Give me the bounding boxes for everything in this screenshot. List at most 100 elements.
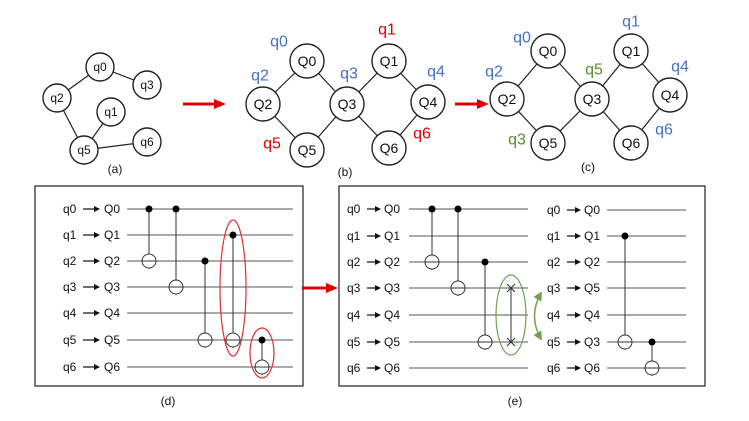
svg-text:Q0: Q0 bbox=[104, 202, 120, 216]
e-left-wires bbox=[409, 208, 528, 369]
svg-text:Q5: Q5 bbox=[539, 135, 558, 151]
svg-text:Q3: Q3 bbox=[338, 96, 357, 112]
node-c-Q3: Q3 bbox=[574, 81, 610, 117]
arrow-b-to-c bbox=[455, 99, 489, 109]
svg-text:Q3: Q3 bbox=[104, 280, 120, 294]
node-Q3: Q3 bbox=[329, 86, 365, 122]
svg-text:Q2: Q2 bbox=[584, 255, 600, 269]
svg-text:q6: q6 bbox=[140, 135, 154, 149]
svg-text:q5: q5 bbox=[547, 335, 561, 349]
label-b-q1: q1 bbox=[378, 22, 396, 39]
svg-text:Q4: Q4 bbox=[419, 94, 438, 110]
svg-text:q3: q3 bbox=[63, 280, 77, 294]
d-cnot-q0-q2 bbox=[141, 205, 157, 269]
label-c-q5: q5 bbox=[585, 62, 603, 79]
svg-text:q0: q0 bbox=[93, 60, 107, 74]
e-cnot-q0-q3 bbox=[450, 205, 466, 296]
svg-text:Q1: Q1 bbox=[104, 228, 120, 242]
svg-text:q1: q1 bbox=[63, 228, 77, 242]
d-wire-labels: q0 q1 q2 q3 q4 q5 q6 Q0 Q1 Q2 Q3 Q4 Q5 Q… bbox=[63, 202, 120, 374]
d-label-arrows bbox=[83, 206, 100, 370]
svg-text:Q0: Q0 bbox=[539, 43, 558, 59]
svg-text:Q3: Q3 bbox=[583, 91, 602, 107]
e-swap-q3-q5 bbox=[506, 283, 516, 347]
svg-text:Q5: Q5 bbox=[384, 335, 400, 349]
svg-text:Q6: Q6 bbox=[622, 135, 641, 151]
d-cnot-q1-q5 bbox=[225, 231, 241, 348]
node-Q5: Q5 bbox=[289, 132, 325, 168]
svg-text:q1: q1 bbox=[104, 105, 118, 119]
label-b-q4: q4 bbox=[427, 64, 445, 81]
label-b-q3: q3 bbox=[340, 66, 358, 83]
svg-text:Q4: Q4 bbox=[104, 306, 120, 320]
e-cnot-q0-q2 bbox=[424, 205, 440, 270]
e-swap-indicator-arrow bbox=[533, 291, 542, 341]
svg-text:Q2: Q2 bbox=[498, 91, 517, 107]
caption-a: (a) bbox=[108, 162, 123, 176]
caption-c: (c) bbox=[581, 160, 595, 174]
svg-text:Q0: Q0 bbox=[584, 203, 600, 217]
node-c-Q2: Q2 bbox=[489, 81, 525, 117]
e-cnot-Q1-Q3 bbox=[617, 232, 633, 350]
e-left-label-arrows bbox=[367, 206, 381, 371]
svg-text:q3: q3 bbox=[347, 281, 361, 295]
e-cnot-q2-q5 bbox=[477, 258, 493, 350]
svg-text:q6: q6 bbox=[63, 360, 77, 374]
e-left-labels: q0 q1 q2 q3 q4 q5 q6 Q0 Q1 Q2 Q3 Q4 Q5 Q… bbox=[347, 202, 400, 375]
label-b-q2: q2 bbox=[251, 68, 269, 85]
svg-text:Q5: Q5 bbox=[104, 333, 120, 347]
d-cnot-q2-q5 bbox=[197, 257, 213, 348]
label-c-q4: q4 bbox=[671, 59, 689, 76]
svg-text:q2: q2 bbox=[347, 255, 361, 269]
node-Q1: Q1 bbox=[371, 43, 407, 79]
svg-text:Q4: Q4 bbox=[384, 308, 400, 322]
svg-text:q4: q4 bbox=[63, 306, 77, 320]
svg-text:Q5: Q5 bbox=[298, 142, 317, 158]
d-cnot-q0-q3 bbox=[168, 205, 184, 295]
node-Q4: Q4 bbox=[410, 84, 446, 120]
node-c-Q6: Q6 bbox=[613, 125, 649, 161]
svg-text:Q5: Q5 bbox=[584, 281, 600, 295]
node-c-Q4: Q4 bbox=[652, 77, 688, 113]
panel-e: q0 q1 q2 q3 q4 q5 q6 Q0 Q1 Q2 Q3 Q4 Q5 Q… bbox=[338, 185, 706, 408]
d-highlight-q5-q6 bbox=[249, 327, 275, 379]
label-c-q3: q3 bbox=[508, 132, 526, 149]
panel-d: q0 q1 q2 q3 q4 q5 q6 Q0 Q1 Q2 Q3 Q4 Q5 Q… bbox=[34, 185, 304, 408]
svg-text:q3: q3 bbox=[547, 281, 561, 295]
node-c-Q0: Q0 bbox=[530, 33, 566, 69]
svg-text:Q1: Q1 bbox=[622, 43, 641, 59]
svg-text:q4: q4 bbox=[347, 308, 361, 322]
svg-text:q5: q5 bbox=[77, 143, 91, 157]
node-c-Q5: Q5 bbox=[530, 125, 566, 161]
svg-text:Q0: Q0 bbox=[298, 53, 317, 69]
label-c-q0: q0 bbox=[513, 30, 531, 47]
arrow-d-to-e bbox=[302, 283, 338, 293]
svg-text:Q6: Q6 bbox=[104, 360, 120, 374]
label-b-q6: q6 bbox=[413, 126, 431, 143]
svg-text:q5: q5 bbox=[347, 335, 361, 349]
label-b-q0: q0 bbox=[270, 34, 288, 51]
node-q1: q1 bbox=[96, 97, 126, 127]
panel-e-frame bbox=[338, 185, 706, 387]
svg-text:Q6: Q6 bbox=[384, 361, 400, 375]
svg-text:Q0: Q0 bbox=[384, 202, 400, 216]
label-b-q5: q5 bbox=[263, 136, 281, 153]
e-highlight-swap bbox=[495, 274, 527, 356]
svg-text:Q6: Q6 bbox=[380, 140, 399, 156]
svg-text:Q6: Q6 bbox=[584, 361, 600, 375]
e-right-labels: q0 q1 q2 q3 q4 q5 q6 Q0 Q1 Q2 Q5 Q4 Q3 Q… bbox=[547, 203, 600, 375]
node-Q2: Q2 bbox=[245, 86, 281, 122]
label-c-q6: q6 bbox=[655, 122, 673, 139]
panel-a: q0 q3 q2 q1 q5 q6 (a) bbox=[42, 52, 162, 176]
label-c-q2: q2 bbox=[485, 64, 503, 81]
svg-text:Q4: Q4 bbox=[661, 87, 680, 103]
node-q2: q2 bbox=[42, 83, 72, 113]
node-q0: q0 bbox=[85, 52, 115, 82]
svg-text:q6: q6 bbox=[547, 361, 561, 375]
svg-text:q0: q0 bbox=[547, 203, 561, 217]
svg-text:q4: q4 bbox=[547, 308, 561, 322]
svg-text:Q1: Q1 bbox=[380, 53, 399, 69]
svg-text:q0: q0 bbox=[347, 202, 361, 216]
arrow-a-to-b bbox=[183, 99, 226, 109]
svg-text:q1: q1 bbox=[547, 229, 561, 243]
